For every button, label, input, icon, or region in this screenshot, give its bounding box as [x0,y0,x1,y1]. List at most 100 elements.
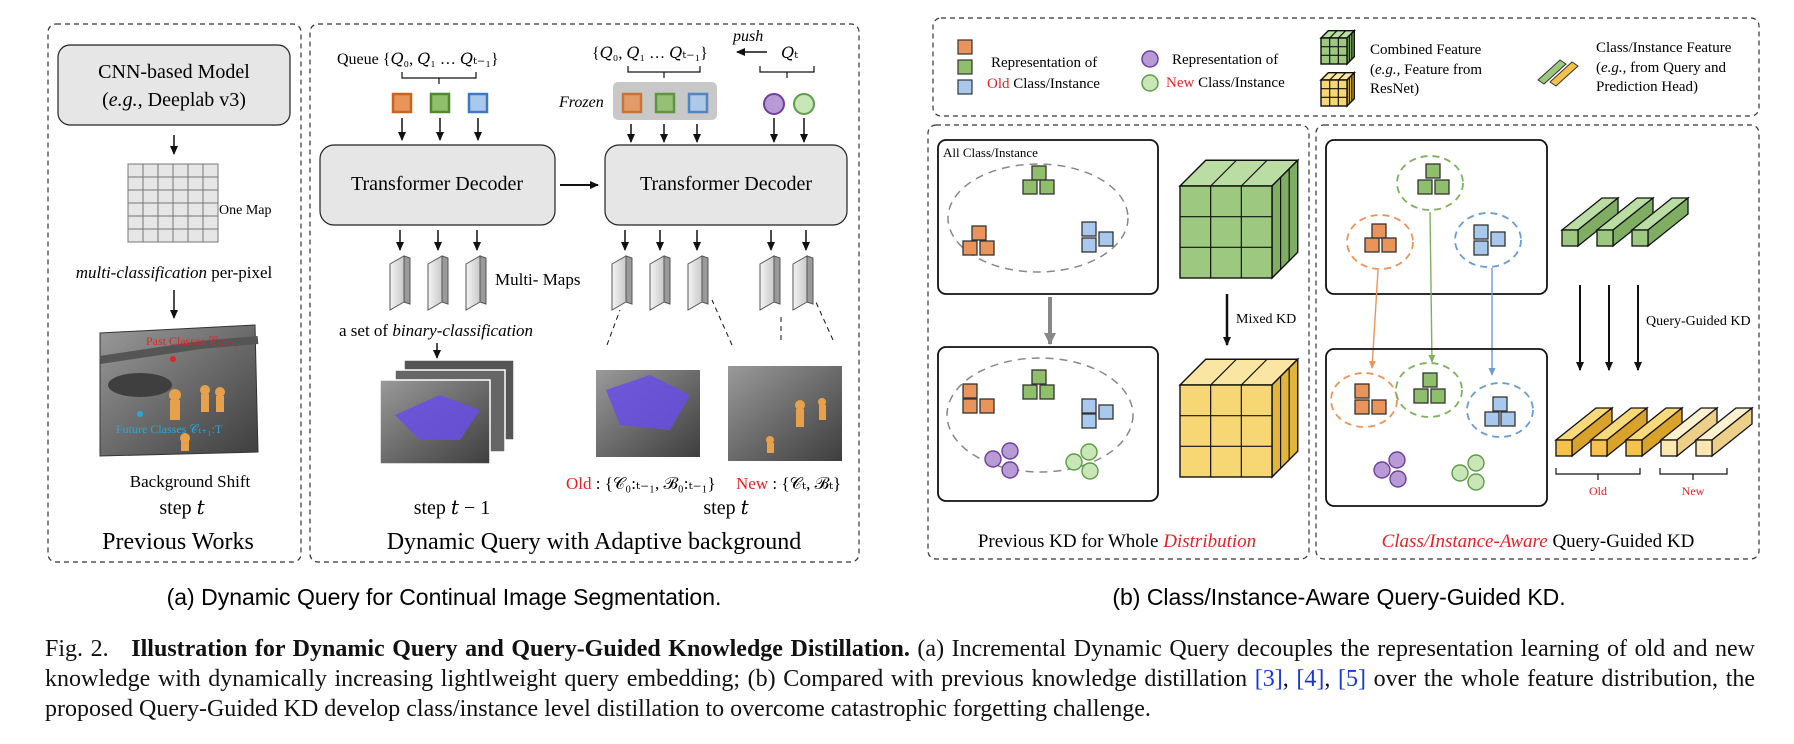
queue-label: Queue {𝑄₀, 𝑄₁ … 𝑄ₜ₋₁} [337,51,499,68]
representation-square [1081,221,1097,237]
representation-circle [1373,461,1391,479]
representation-square [1381,237,1397,253]
representation-square [1413,388,1429,404]
feature-map [465,255,481,311]
background-shift-label: Background Shift [130,472,251,491]
representation-square [979,240,995,256]
previous-step-label: step 𝑡 [159,497,205,519]
one-map-label: One Map [219,203,272,218]
representation-circle [1388,451,1406,469]
feature-map [759,255,775,311]
queue-set-label: {𝑄₀, 𝑄₁ … 𝑄ₜ₋₁} [592,45,708,62]
cnn-model-label: CNN-based Model [98,61,250,83]
legend-old-line1: Representation of [991,55,1097,71]
legend-combined-line2: (e.g., Feature from [1370,62,1482,78]
representation-square [1500,411,1516,427]
representation-square [1098,231,1114,247]
legend-new-line2: New Class/Instance [1166,75,1285,91]
subcaption-a: (a) Dynamic Query for Continual Image Se… [167,584,722,610]
feature-map [792,255,808,311]
combined-feature-cube-yellow [1178,357,1300,479]
push-label: push [732,28,763,45]
representation-circle [1467,473,1485,491]
representation-circle [1081,462,1099,480]
representation-square [971,225,987,241]
query-guided-kd-panel: Query-Guided KD Old New Class/Instance-A… [1315,124,1760,560]
representation-square [1484,411,1500,427]
representation-circle [1389,470,1407,488]
caption-text1: (a) Incremental Dynamic Query decouples … [45,636,1756,692]
representation-square [1473,240,1489,256]
representation-circle [1467,454,1485,472]
transformer-decoder-prev [319,144,556,226]
dynamic-query-panel: Queue {𝑄₀, 𝑄₁ … 𝑄ₜ₋₁} Transformer Decode… [309,23,860,563]
representation-square [962,398,978,414]
combined-feature-icon-yellow [1319,71,1356,108]
representation-square [1430,388,1446,404]
caption-sep: , [1324,666,1338,692]
representation-circle [1451,464,1469,482]
future-classes-label: Future Classes 𝒞ₜ₊₁:T [116,422,223,436]
background-shift-image [99,324,259,457]
old-bars-label: Old [1589,484,1607,498]
binary-classification-label: a set of binary-classification [339,321,533,340]
old-query-square [391,92,413,114]
cnn-model-example: (e.g., Deeplab v3) [102,89,246,111]
citation-link[interactable]: [3] [1254,666,1283,692]
legend-combined-line1: Combined Feature [1370,42,1482,58]
caption-bold: Illustration for Dynamic Query and Query… [131,636,910,662]
class-feature-bars-yellow [1554,406,1754,458]
caption-fig-number: Fig. 2. [45,636,109,662]
step-prev-label: step 𝑡 − 1 [414,497,491,519]
previous-works-title: Previous Works [102,529,254,555]
caption-sep: , [1282,666,1297,692]
representation-square [962,383,978,399]
representation-square [1354,383,1370,399]
query-guided-title: Class/Instance-Aware Query-Guided KD [1382,531,1695,552]
representation-circle [1001,461,1019,479]
past-classes-label: Past Classes 𝒞₀:ₜ₋₁ [146,334,238,348]
multi-maps-prev [389,255,487,311]
new-query-circle [763,93,785,115]
previous-works-panel: CNN-based Model (e.g., Deeplab v3) One M… [47,23,302,563]
one-map-grid [127,163,219,243]
representation-circle [984,450,1002,468]
representation-square [1039,179,1055,195]
legend-ci-line2: (e.g., from Query and [1596,60,1726,76]
feature-map [611,255,627,311]
representation-square [1081,398,1097,414]
legend-box: Representation of Old Class/Instance Rep… [932,17,1760,117]
all-class-label: All Class/Instance [943,145,1038,160]
representation-square [1492,396,1508,412]
feature-map [687,255,703,311]
representation-square [1022,179,1038,195]
figure-caption: Fig. 2. Illustration for Dynamic Query a… [45,634,1755,724]
representation-square [1490,231,1506,247]
new-set-label: New : {𝒞ₜ, ℬₜ} [736,474,841,493]
new-query-circle [793,93,815,115]
multi-classification-label: multi-classification per-pixel [76,263,273,282]
citation-link[interactable]: [5] [1337,666,1366,692]
decoder-label-cur: Transformer Decoder [640,173,812,195]
old-set-label: Old : {𝒞₀:ₜ₋₁, ℬ₀:ₜ₋₁} [566,474,716,493]
representation-square [1081,237,1097,253]
representation-square [1473,224,1489,240]
subcaption-b: (b) Class/Instance-Aware Query-Guided KD… [1112,584,1565,610]
feature-map [427,255,443,311]
decoder-label-prev: Transformer Decoder [351,173,523,195]
representation-square [1022,384,1038,400]
step-cur-label: step 𝑡 [703,497,749,519]
representation-square [1371,223,1387,239]
citation-link[interactable]: [4] [1296,666,1325,692]
representation-circle [1065,453,1083,471]
representation-square [1417,179,1433,195]
query-guided-kd-label: Query-Guided KD [1646,314,1751,329]
representation-circle [1080,443,1098,461]
representation-square [979,398,995,414]
old-query-square [429,92,451,114]
combined-feature-icon-green [1319,29,1356,66]
representation-square [1039,384,1055,400]
legend-ci-line3: Prediction Head) [1596,79,1698,95]
representation-square [1354,399,1370,415]
multi-maps-cur-new [759,255,814,311]
